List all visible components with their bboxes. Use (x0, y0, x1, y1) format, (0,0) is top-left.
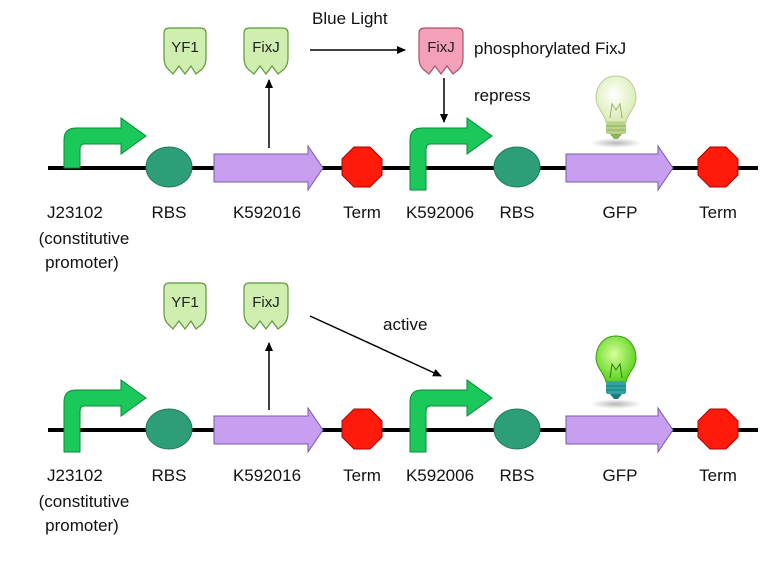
part-label-constitutive: (constitutive (39, 492, 130, 511)
part-label-constitutive: (constitutive (39, 229, 130, 248)
terminator-1 (341, 408, 383, 450)
protein-label: YF1 (171, 39, 199, 56)
part-label-k592016: K592016 (233, 203, 301, 222)
cds-gfp (565, 144, 674, 192)
part-label-j23102: J23102 (47, 203, 103, 222)
rbs-2 (493, 408, 541, 450)
part-label-j23102: J23102 (47, 466, 103, 485)
promoter-k592006 (409, 379, 493, 453)
lightbulb-off-icon (590, 75, 642, 148)
part-label-term-1: Term (343, 466, 381, 485)
rbs-1 (145, 408, 193, 450)
blue-light-label: Blue Light (312, 9, 388, 28)
active-label: active (383, 315, 427, 334)
protein-label: FixJ (427, 39, 455, 56)
part-label-k592006: K592006 (406, 203, 474, 222)
top-panel: YF1 FixJ FixJ Blue Light phosphorylated … (39, 9, 758, 272)
promoter-k592006 (409, 117, 493, 191)
part-label-gfp: GFP (603, 203, 638, 222)
part-label-rbs-2: RBS (500, 466, 535, 485)
protein-label: FixJ (252, 294, 280, 311)
part-label-rbs-2: RBS (500, 203, 535, 222)
cds-k592016 (213, 406, 324, 454)
bottom-panel: YF1 FixJ active J23102 (constitutiv (39, 282, 758, 535)
cds-k592016 (213, 144, 324, 192)
protein-label: FixJ (252, 39, 280, 56)
promoter-j23102 (63, 379, 147, 453)
part-label-term-1: Term (343, 203, 381, 222)
terminator-2 (697, 408, 739, 450)
terminator-2 (697, 146, 739, 188)
activate-arrow (309, 315, 442, 377)
lightbulb-on-icon (590, 335, 642, 409)
rbs-1 (145, 146, 193, 188)
protein-fixj: FixJ (243, 27, 289, 75)
cds-gfp (565, 406, 674, 454)
promoter-j23102 (63, 117, 147, 169)
phosphorylated-fixj-label: phosphorylated FixJ (474, 39, 626, 58)
part-label-promoter: promoter) (45, 253, 119, 272)
protein-yf1: YF1 (163, 27, 207, 75)
part-label-term-2: Term (699, 466, 737, 485)
part-label-k592006: K592006 (406, 466, 474, 485)
protein-phosphorylated-fixj: FixJ (418, 27, 464, 75)
part-label-gfp: GFP (603, 466, 638, 485)
part-label-term-2: Term (699, 203, 737, 222)
repress-label: repress (474, 86, 531, 105)
protein-yf1: YF1 (163, 282, 207, 330)
part-label-promoter: promoter) (45, 516, 119, 535)
part-label-k592016: K592016 (233, 466, 301, 485)
part-label-rbs-1: RBS (152, 203, 187, 222)
rbs-2 (493, 146, 541, 188)
protein-fixj: FixJ (243, 282, 289, 330)
terminator-1 (341, 146, 383, 188)
protein-label: YF1 (171, 294, 199, 311)
part-label-rbs-1: RBS (152, 466, 187, 485)
